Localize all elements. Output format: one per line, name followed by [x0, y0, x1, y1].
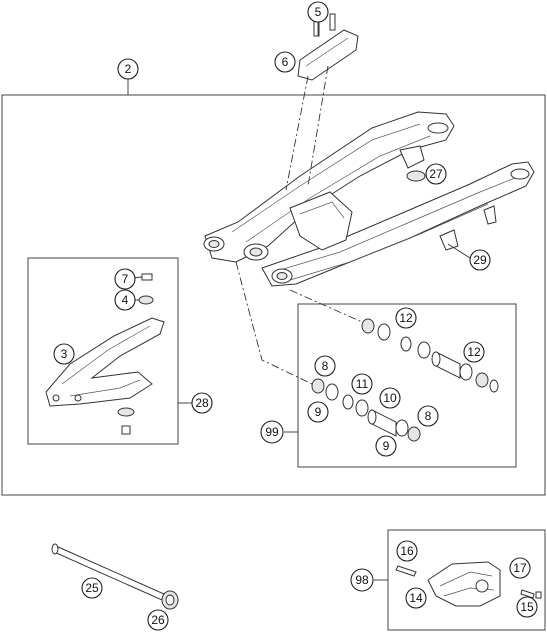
- callout-5: 5: [307, 1, 329, 23]
- swingarm-axle: [51, 543, 165, 601]
- leader-pivot-lower: [235, 261, 313, 385]
- callout-8-left: 8: [314, 355, 336, 377]
- callout-98: 98: [350, 568, 374, 592]
- svg-text:9: 9: [315, 405, 322, 419]
- bearing-kit-frame: [297, 303, 517, 468]
- slider-washer-4: [138, 295, 154, 305]
- svg-text:4: 4: [122, 293, 129, 307]
- callout-17: 17: [509, 557, 531, 579]
- callout-10: 10: [379, 387, 401, 409]
- leader-6-b: [307, 65, 329, 187]
- callout-29: 29: [469, 249, 491, 271]
- callout-7: 7: [114, 268, 136, 290]
- chain-guide-screw-16: [395, 565, 417, 577]
- svg-text:2: 2: [125, 62, 132, 76]
- svg-text:98: 98: [355, 573, 369, 587]
- svg-text:27: 27: [429, 167, 443, 181]
- svg-text:10: 10: [383, 391, 397, 405]
- callout-25: 25: [81, 577, 103, 599]
- svg-text:12: 12: [399, 311, 413, 325]
- callout-9-left: 9: [307, 401, 329, 423]
- svg-text:26: 26: [151, 613, 165, 627]
- callout-9-right: 9: [375, 435, 397, 457]
- chain-guide-bolt-15: [520, 589, 542, 599]
- leader-pivot-upper: [289, 289, 363, 323]
- svg-text:5: 5: [315, 5, 322, 19]
- callout-3: 3: [53, 343, 75, 365]
- callout-2: 2: [117, 58, 139, 80]
- callout-12-right: 12: [463, 341, 485, 363]
- callout-4: 4: [114, 289, 136, 311]
- svg-text:6: 6: [282, 55, 289, 69]
- svg-text:29: 29: [473, 253, 487, 267]
- svg-text:8: 8: [425, 409, 432, 423]
- bearing-kit-upper: [361, 318, 499, 393]
- callout-8-right: 8: [417, 405, 439, 427]
- callout-14: 14: [405, 587, 427, 609]
- callout-27: 27: [425, 163, 447, 185]
- callout-11: 11: [351, 373, 373, 395]
- svg-text:7: 7: [122, 272, 129, 286]
- svg-text:17: 17: [513, 561, 527, 575]
- swingarm-frame: [1, 94, 546, 496]
- swingarm: [203, 111, 535, 287]
- chain-roller: [297, 13, 359, 81]
- svg-text:11: 11: [356, 377, 369, 391]
- svg-text:16: 16: [400, 544, 414, 558]
- svg-text:9: 9: [383, 439, 390, 453]
- chain-slider-frame: [27, 257, 179, 445]
- slider-screw-7: [141, 273, 153, 281]
- leader-29: [447, 243, 471, 259]
- callout-99: 99: [260, 420, 284, 444]
- callout-15: 15: [516, 596, 538, 618]
- callout-16: 16: [396, 540, 418, 562]
- svg-text:15: 15: [520, 600, 534, 614]
- svg-text:25: 25: [85, 581, 99, 595]
- callout-26: 26: [147, 609, 169, 631]
- svg-text:14: 14: [409, 591, 423, 605]
- chain-guide: [427, 561, 501, 607]
- slider-nut: [117, 407, 135, 435]
- svg-text:8: 8: [322, 359, 329, 373]
- callout-28: 28: [191, 392, 213, 414]
- svg-text:99: 99: [265, 425, 279, 439]
- axle-nut: [161, 590, 179, 610]
- leader-6-a: [285, 75, 309, 191]
- svg-text:12: 12: [467, 345, 481, 359]
- callout-6: 6: [274, 51, 296, 73]
- callout-12-top: 12: [395, 307, 417, 329]
- svg-text:28: 28: [195, 396, 209, 410]
- svg-text:3: 3: [61, 347, 68, 361]
- bearing-kit-lower: [311, 378, 421, 442]
- chain-slider: [45, 317, 165, 407]
